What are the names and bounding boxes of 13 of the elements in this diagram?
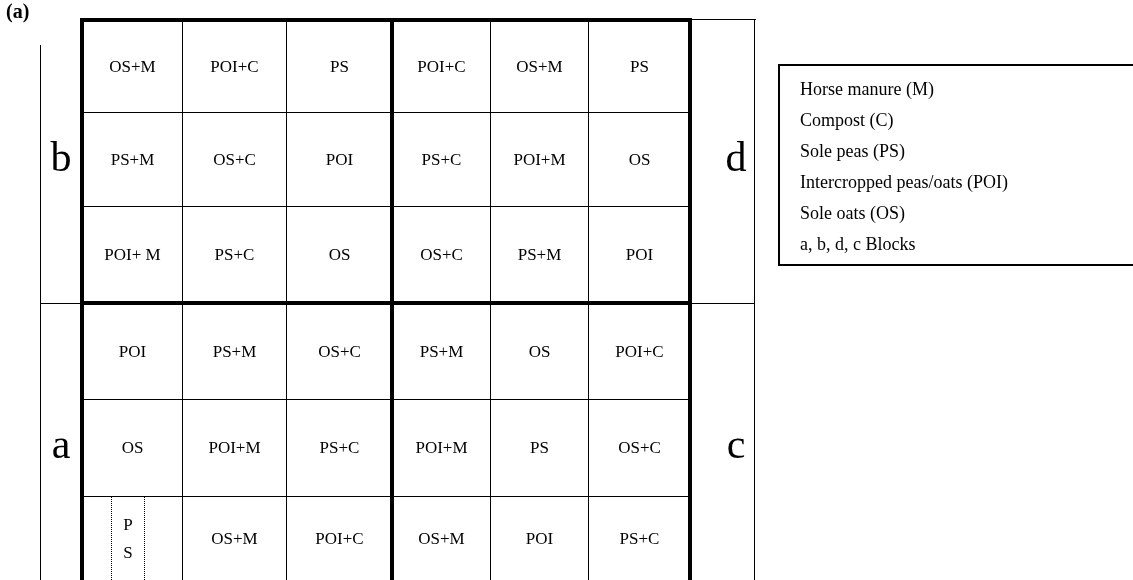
block-letter: b (49, 133, 73, 182)
block-letter: d (724, 133, 748, 182)
legend-text: Sole oats (OS) (800, 202, 906, 225)
legend-text: Sole peas (PS) (800, 140, 906, 163)
legend-text: Intercropped peas/oats (POI) (800, 171, 1009, 194)
legend-text: Compost (C) (800, 109, 895, 132)
block-letter: a (50, 420, 72, 469)
legend-text: a, b, d, c Blocks (800, 233, 917, 256)
legend-text: Horse manure (M) (800, 78, 935, 101)
block-letter: c (725, 420, 747, 469)
legend-box (778, 64, 1133, 266)
dotted-strip: PS (111, 497, 145, 580)
panel-label: (a) (6, 0, 30, 23)
